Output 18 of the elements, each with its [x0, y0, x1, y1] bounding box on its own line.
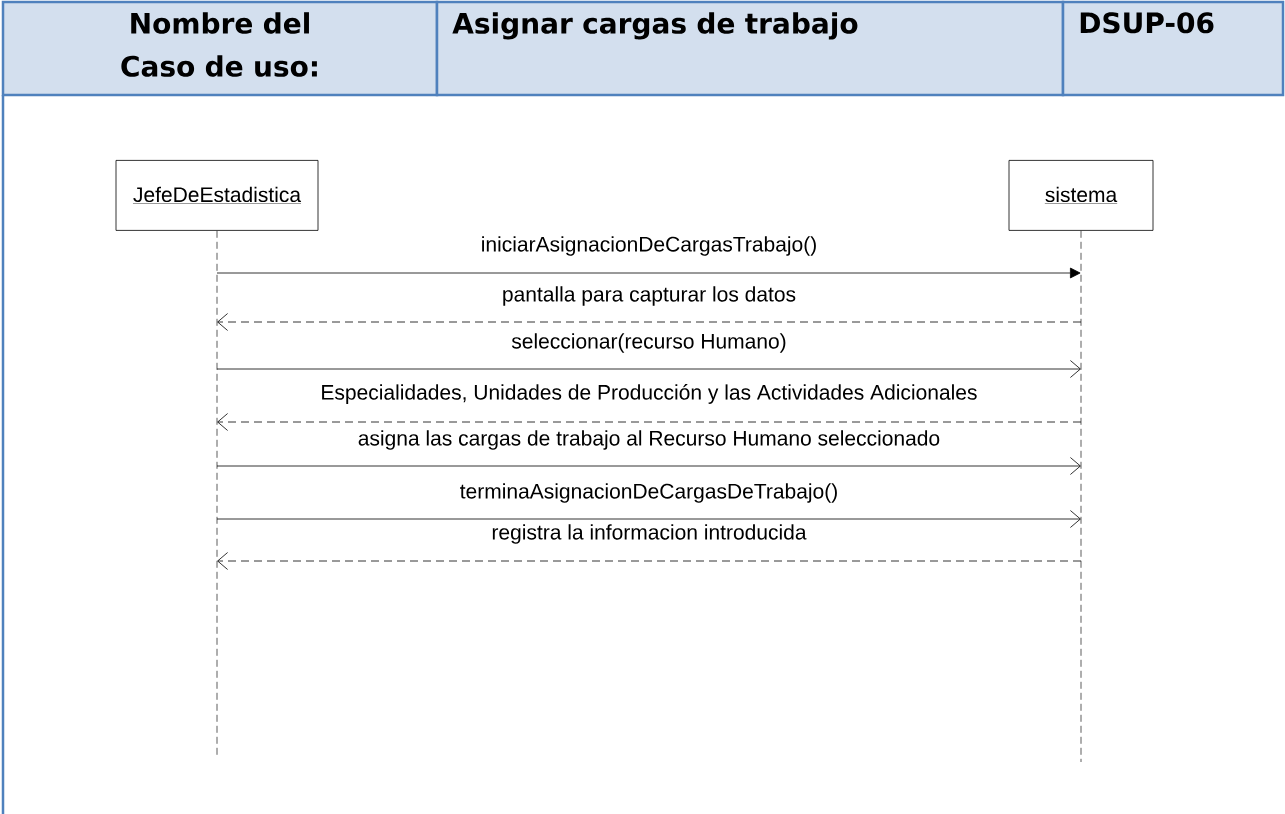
message-label: iniciarAsignacionDeCargasTrabajo() — [482, 236, 816, 256]
lifeline-box: sistema — [1008, 160, 1154, 231]
message-label: registra la informacion introducida — [492, 524, 807, 544]
message-arrow — [217, 552, 1082, 570]
table-cell: DSUP-06 — [1061, 0, 1285, 97]
table-cell: Nombre del Caso de uso: — [1, 0, 439, 97]
message-label: Especialidades, Unidades de Producción y las Actividades Adicionales — [322, 384, 977, 404]
message-label: asigna las cargas de trabajo al Recurso Humano seleccionado — [358, 430, 940, 450]
message-label: terminaAsignacionDeCargasDeTrabajo() — [460, 483, 837, 503]
message-label: seleccionar(recurso Humano) — [511, 333, 786, 353]
message-arrow — [216, 457, 1081, 475]
message-arrow — [216, 267, 1081, 279]
message-arrow — [217, 413, 1082, 431]
lifeline-box: JefeDeEstadistica — [115, 160, 319, 231]
message-arrow — [217, 313, 1082, 331]
message-label: pantalla para capturar los datos — [503, 286, 796, 306]
message-arrow — [216, 360, 1081, 378]
message-arrow — [216, 510, 1081, 528]
